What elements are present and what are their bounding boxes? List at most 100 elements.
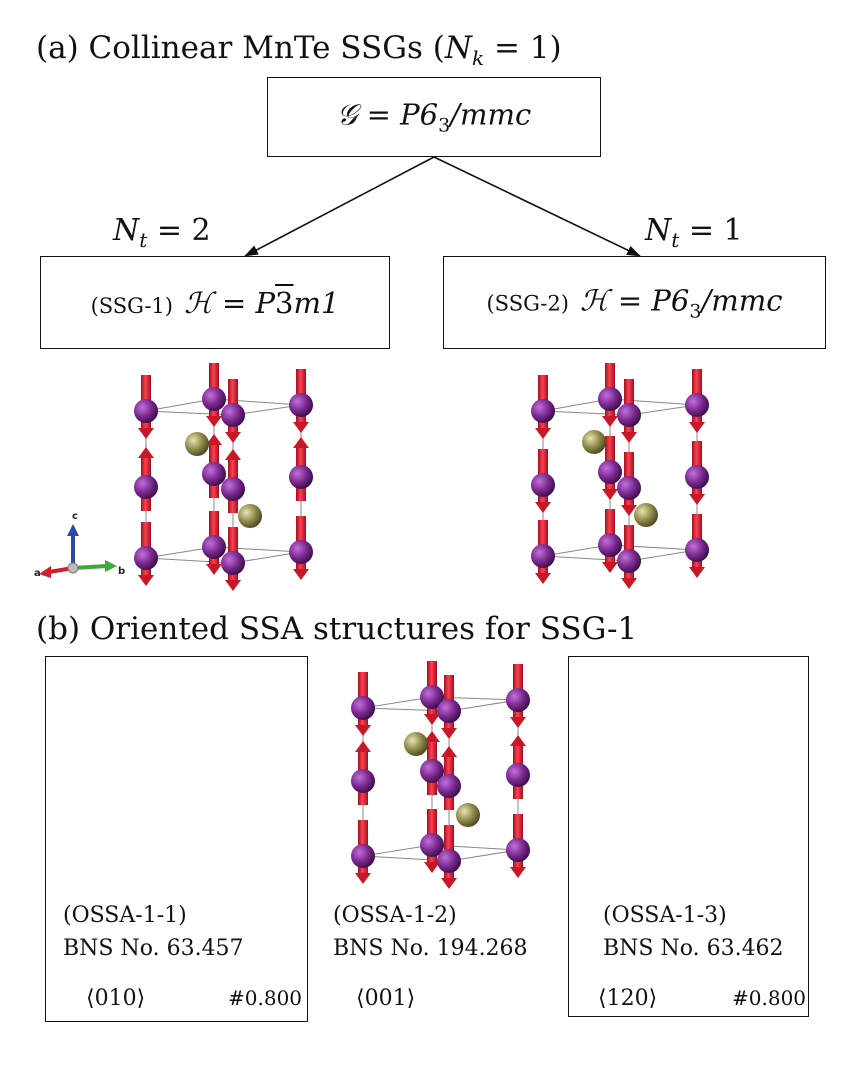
ossa2-structure-mn-atom (437, 774, 461, 798)
ssg2-structure-spin-arrow-head (621, 578, 637, 589)
ssg2-structure-mn-atom (617, 549, 641, 573)
ossa-1-bns: BNS No. 63.457 (63, 936, 244, 961)
ssg1-structure-spin-arrow-head (293, 422, 309, 433)
ssg2-structure-mn-atom (598, 533, 622, 557)
ossa-2-tag: (OSSA-1-2) (333, 903, 457, 928)
ssg1-structure-edge-bottom (213, 546, 302, 553)
ssg2-structure-spin-arrow-head (602, 416, 618, 427)
ssg2-structure-mn-atom (617, 403, 641, 427)
ossa2-structure-mn-atom (420, 759, 444, 783)
ossa2-structure-spin-arrow-head (424, 714, 440, 725)
ssg1-structure-spin-arrow-head (225, 432, 241, 443)
ssg2-structure-mn-atom (598, 387, 622, 411)
ssg2-structure-edge-top (542, 410, 630, 416)
ssg1-structure-edge-bottom (145, 557, 234, 564)
axis-triad-a-head (39, 566, 51, 578)
ssg1-structure-mn-atom (202, 387, 226, 411)
ssg1-structure-mn-atom (134, 399, 158, 423)
ssg2-label: (SSG-2) ℋ = P63/mmc (486, 283, 783, 322)
ssg2-structure-spin-arrow-head (602, 562, 618, 573)
ossa2-structure-mn-atom (420, 685, 444, 709)
ssg2-structure-mn-atom (685, 465, 709, 489)
ossa2-structure-mn-atom (506, 688, 530, 712)
ossa-3-direction: ⟨120⟩ (598, 986, 658, 1011)
ossa-1-note: #0.800 (228, 986, 303, 1010)
ssg2-structure-mn-atom (617, 476, 641, 500)
ssg1-structure-edge-top (213, 398, 302, 406)
ossa-1-direction: ⟨010⟩ (86, 986, 146, 1011)
ossa-2-direction: ⟨001⟩ (356, 986, 416, 1011)
ossa2-structure-te-atom (456, 803, 480, 827)
root-group-label: 𝒢 = P63/mmc (336, 97, 532, 137)
ssg1-structure-spin-arrow-head (293, 437, 309, 448)
ssg1-structure-spin-arrow-head (138, 447, 154, 458)
ssg1-label: (SSG-1) ℋ = P3m1 (90, 285, 340, 320)
ossa2-structure-spin-arrow-head (510, 717, 526, 728)
ossa2-structure-spin-arrow-head (441, 728, 457, 739)
ossa2-structure-spin-arrow-head (424, 731, 440, 742)
ssg1-structure-te-atom (185, 432, 209, 456)
ssg2-structure-spin-arrow-head (621, 432, 637, 443)
ssg2-structure-spin-arrow-head (535, 573, 551, 584)
ossa2-structure-mn-atom (506, 838, 530, 862)
axis-triad-b-axis (72, 564, 108, 570)
branch-label-right: Nt = 1 (645, 213, 743, 252)
ossa-panel-3 (568, 656, 809, 1017)
ssg1-structure-spin-arrow-head (138, 575, 154, 586)
ossa-3-note: #0.800 (732, 986, 807, 1010)
axis-label-c: c (72, 511, 78, 522)
ssg2-structure-edge-top (609, 398, 698, 406)
ossa2-structure-spin-arrow-head (424, 862, 440, 873)
ossa-panel-1 (45, 656, 308, 1022)
ssg2-structure-mn-atom (598, 460, 622, 484)
ssg1-structure-spin-arrow-head (206, 434, 222, 445)
ossa-3-bns: BNS No. 63.462 (603, 936, 784, 961)
axis-label-b: b (118, 566, 126, 577)
ossa2-structure-mn-atom (437, 849, 461, 873)
ssg2-structure-spin-arrow-head (602, 489, 618, 500)
ssg1-structure-mn-atom (221, 477, 245, 501)
ssg2-structure-mn-atom (685, 538, 709, 562)
axis-label-a: a (34, 568, 41, 579)
ossa2-structure-te-atom (404, 732, 428, 756)
ssg1-structure-spin-arrow-head (138, 428, 154, 439)
ssg1-structure-mn-atom (134, 475, 158, 499)
heading-b: (b) Oriented SSA structures for SSG-1 (36, 611, 638, 647)
ssg2-structure-edge-bottom (542, 555, 630, 562)
ossa2-structure-mn-atom (420, 833, 444, 857)
ssg2-structure-mn-atom (685, 393, 709, 417)
ssg1-structure-mn-atom (221, 403, 245, 427)
ssg1-structure-mn-atom (289, 465, 313, 489)
ossa2-structure-spin-arrow-head (355, 741, 371, 752)
ssg1-structure-mn-atom (202, 535, 226, 559)
ossa2-structure-spin-arrow-head (510, 867, 526, 878)
ssg1-structure-mn-atom (134, 546, 158, 570)
ssg1-structure-spin-arrow-head (293, 569, 309, 580)
ossa2-structure-mn-atom (506, 763, 530, 787)
ossa2-structure-spin-arrow-head (510, 735, 526, 746)
ssg2-structure-spin-arrow-head (621, 505, 637, 516)
axis-triad-origin (67, 562, 79, 574)
ssg2-box: (SSG-2) ℋ = P63/mmc (443, 256, 826, 349)
arrow-to-ssg1 (244, 156, 435, 257)
ssg1-structure-mn-atom (202, 462, 226, 486)
ssg2-structure-mn-atom (531, 399, 555, 423)
ssg1-structure-spin-arrow-head (206, 416, 222, 427)
ssg2-structure-spin-arrow-head (689, 422, 705, 433)
ossa-2-bns: BNS No. 194.268 (333, 936, 528, 961)
ssg2-structure-spin-arrow-head (535, 502, 551, 513)
ssg1-structure-mn-atom (221, 551, 245, 575)
ssg1-structure-spin-arrow-head (225, 580, 241, 591)
ossa-3-tag: (OSSA-1-3) (603, 903, 727, 928)
ossa2-structure-spin-arrow-head (355, 725, 371, 736)
ossa2-structure-spin-arrow-head (441, 878, 457, 889)
ssg2-structure-te-atom (634, 503, 658, 527)
ossa2-structure-mn-atom (351, 844, 375, 868)
ssg2-structure-spin-arrow-head (689, 494, 705, 505)
ossa2-structure-mn-atom (351, 769, 375, 793)
ssg1-structure-mn-atom (289, 393, 313, 417)
ossa2-structure-mn-atom (437, 699, 461, 723)
axis-triad-c-head (67, 524, 79, 536)
ssg1-structure-edge-top (145, 410, 234, 416)
